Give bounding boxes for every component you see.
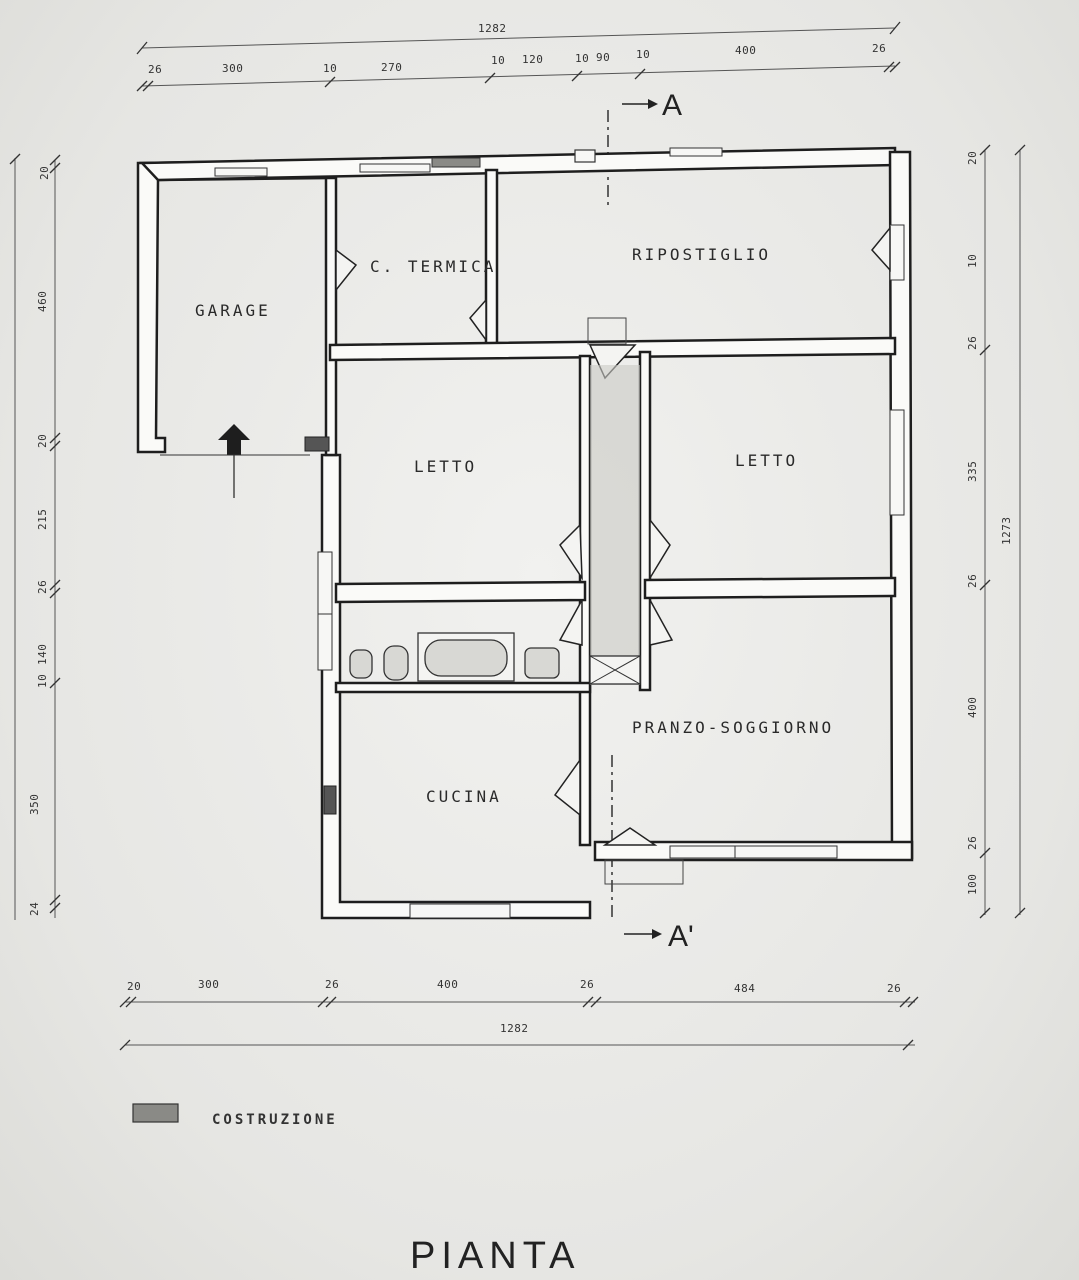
top-dim-400: 400 xyxy=(735,44,756,57)
door-letto1 xyxy=(559,523,583,581)
bathtub-icon xyxy=(424,639,508,677)
bathroom-fixtures xyxy=(349,632,641,685)
room-label-letto-1: LETTO xyxy=(414,457,477,476)
doors xyxy=(335,225,891,885)
left-dim-24: 24 xyxy=(28,902,41,916)
room-label-pranzo-soggiorno: PRANZO-SOGGIORNO xyxy=(632,718,834,737)
door-letto2 xyxy=(649,517,671,581)
top-total-dimension: 1282 xyxy=(478,22,507,35)
room-label-centrale-termica: C. TERMICA xyxy=(370,257,496,276)
left-dim-215: 215 xyxy=(36,509,49,530)
building-walls xyxy=(136,146,914,920)
top-dim-300: 300 xyxy=(222,62,243,75)
bottom-dim-484: 484 xyxy=(734,982,755,995)
garage-partition xyxy=(324,176,338,457)
letto-bagno-wall xyxy=(334,580,587,604)
top-dim-90: 90 xyxy=(596,51,610,64)
left-dim-20: 20 xyxy=(38,166,51,180)
room-label-cucina: CUCINA xyxy=(426,787,502,806)
bidet-icon xyxy=(349,649,373,679)
top-dim-26: 26 xyxy=(148,63,162,76)
left-dim-10: 10 xyxy=(36,674,49,688)
door-entrance xyxy=(602,827,658,846)
right-dim-400: 400 xyxy=(966,697,979,718)
bottom-dim-26c: 26 xyxy=(887,982,901,995)
windows xyxy=(214,147,905,919)
top-dim-270: 270 xyxy=(381,61,402,74)
bottom-dim-300: 300 xyxy=(198,978,219,991)
left-dim-350: 350 xyxy=(28,794,41,815)
door-ripostiglio-right xyxy=(871,225,891,272)
left-dimension-chain: 20 460 20 215 26 140 10 350 24 xyxy=(9,153,61,920)
top-dim-10d: 10 xyxy=(636,48,650,61)
corridor-floor xyxy=(590,365,640,685)
right-dim-26b: 26 xyxy=(966,574,979,588)
top-dim-10c: 10 xyxy=(575,52,589,65)
letto-soggiorno-wall xyxy=(643,576,897,600)
legend: COSTRUZIONE xyxy=(132,1103,338,1128)
room-label-garage: GARAGE xyxy=(195,301,271,320)
door-ct xyxy=(335,248,358,293)
door-cucina xyxy=(553,757,581,817)
bottom-dim-400: 400 xyxy=(437,978,458,991)
corridor-right-wall xyxy=(638,350,652,692)
top-dim-10a: 10 xyxy=(323,62,337,75)
room-label-letto-2: LETTO xyxy=(735,451,798,470)
cucina-left-bottom-wall xyxy=(320,453,592,920)
legend-swatch xyxy=(132,1103,179,1123)
door-bagno xyxy=(558,599,583,646)
bottom-dim-20: 20 xyxy=(127,980,141,993)
right-dim-10: 10 xyxy=(966,254,979,268)
top-dim-120: 120 xyxy=(522,53,543,66)
page-title: PIANTA xyxy=(410,1235,580,1277)
right-dim-335: 335 xyxy=(966,461,979,482)
left-dim-140: 140 xyxy=(36,644,49,665)
left-dim-26: 26 xyxy=(36,580,49,594)
section-line-a: A A' xyxy=(607,89,694,953)
bottom-dimension-chain: 20 300 26 400 26 484 26 1282 xyxy=(119,978,919,1051)
room-label-ripostiglio: RIPOSTIGLIO xyxy=(632,245,771,264)
toilet-icon xyxy=(383,645,409,681)
door-soggiorno xyxy=(649,599,674,646)
right-dim-26: 26 xyxy=(966,336,979,350)
left-dim-460: 460 xyxy=(36,291,49,312)
top-dim-26b: 26 xyxy=(872,42,886,55)
sink-icon xyxy=(524,647,560,679)
top-dim-10b: 10 xyxy=(491,54,505,67)
right-dim-100: 100 xyxy=(966,874,979,895)
left-dim-20b: 20 xyxy=(36,434,49,448)
garage-entry-arrow-icon xyxy=(160,424,330,498)
door-ripostiglio xyxy=(469,298,487,343)
bottom-dim-26: 26 xyxy=(325,978,339,991)
top-dimension-chain: 1282 26 300 10 270 10 120 10 90 10 400 2… xyxy=(136,21,901,92)
bottom-total-dimension: 1282 xyxy=(500,1022,529,1035)
right-dim-26c: 26 xyxy=(966,836,979,850)
right-dimension-chain: 20 10 26 335 26 400 26 100 1273 xyxy=(966,144,1026,919)
legend-label: COSTRUZIONE xyxy=(212,1112,338,1128)
section-mark-a: A xyxy=(662,89,682,122)
construction-swatch-top xyxy=(431,157,481,168)
bottom-dim-26b: 26 xyxy=(580,978,594,991)
right-total-dimension: 1273 xyxy=(1000,517,1013,546)
bagno-cucina-wall xyxy=(334,681,592,694)
section-mark-a-prime: A' xyxy=(668,920,694,953)
room-labels: GARAGE C. TERMICA RIPOSTIGLIO LETTO LETT… xyxy=(195,245,834,806)
right-dim-20: 20 xyxy=(966,151,979,165)
